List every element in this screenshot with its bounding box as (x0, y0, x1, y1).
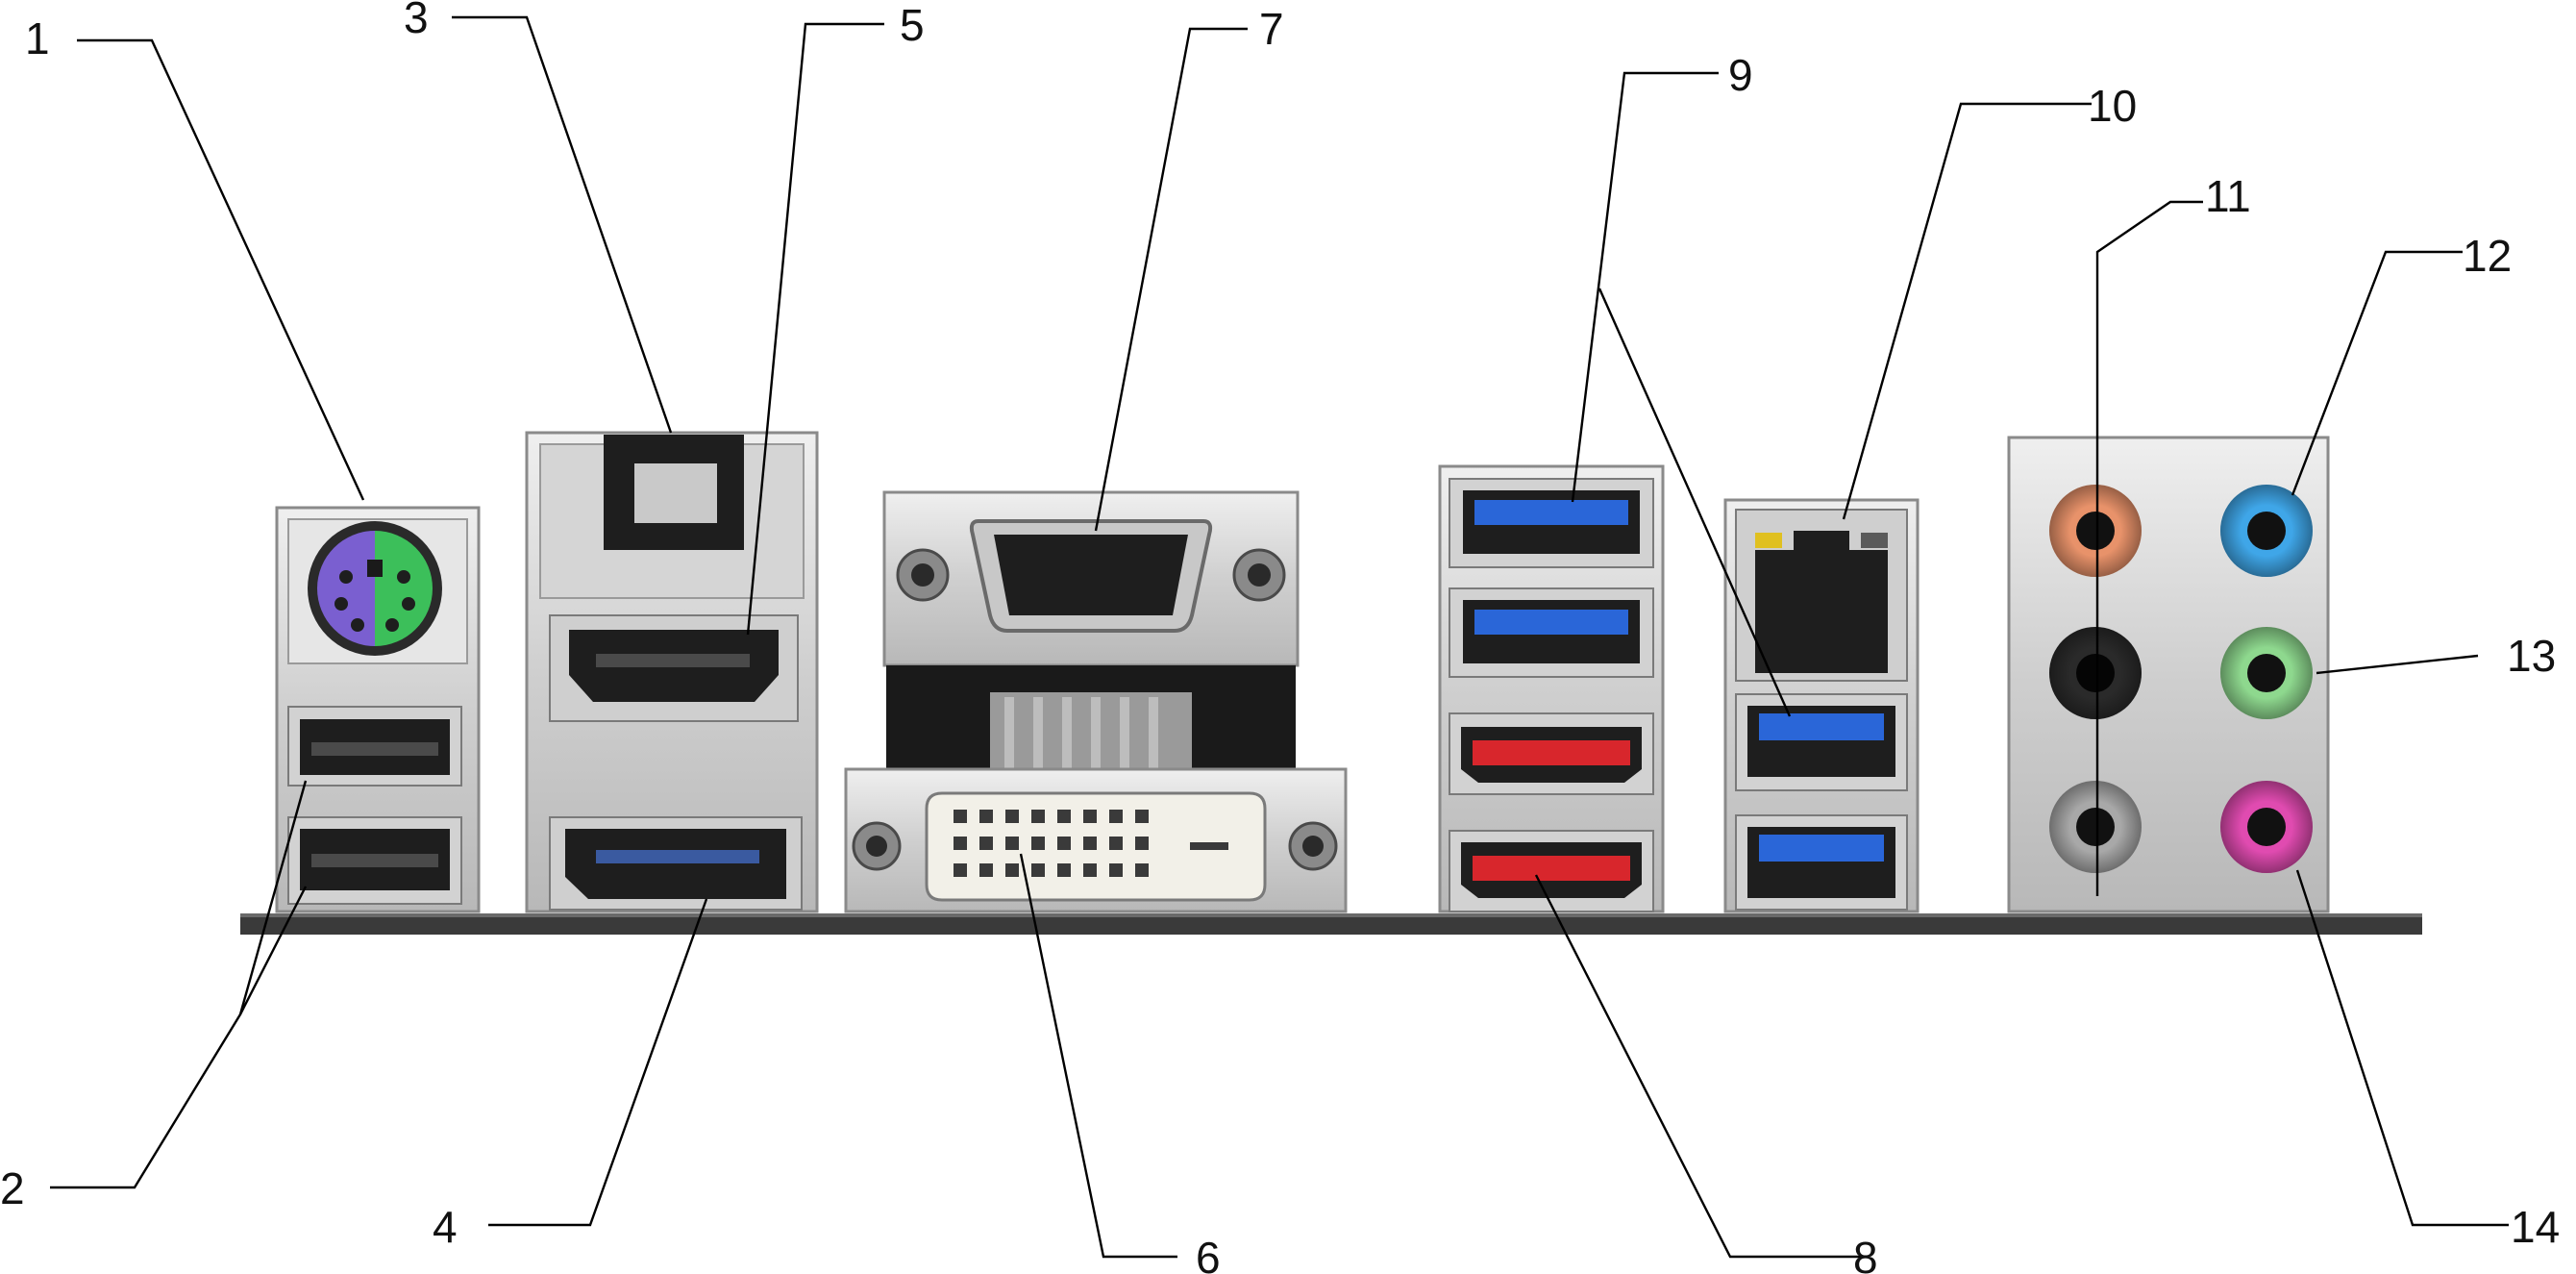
audio-jack-icon[interactable] (2220, 485, 2313, 577)
callout-5: 5 (900, 0, 925, 50)
usb2-port-icon[interactable] (287, 706, 462, 787)
dvi-pin (1057, 810, 1071, 823)
dvi-pin (1057, 863, 1071, 877)
dvi-pin (979, 863, 993, 877)
leader-line-2b (238, 780, 308, 1015)
audio-jack-icon[interactable] (2049, 485, 2142, 577)
callout-7: 7 (1259, 4, 1284, 54)
io-shield-baseplate (240, 913, 2422, 935)
callout-13: 13 (2507, 631, 2556, 681)
leader-line-12 (2291, 250, 2463, 496)
dvi-pin (1109, 810, 1123, 823)
lan-rj45-icon[interactable] (1735, 509, 1908, 682)
callout-14: 14 (2511, 1202, 2560, 1252)
leader-line-2 (50, 886, 308, 1189)
leader-line-9b (1598, 287, 1792, 717)
io-shield-baseplate-highlight (240, 913, 2422, 917)
leader-line-11 (2095, 200, 2203, 896)
displayport-icon[interactable] (549, 816, 803, 911)
dvi-pin (1135, 837, 1149, 850)
leader-line-5 (746, 22, 884, 636)
dvi-pin (1083, 863, 1097, 877)
dvi-port-icon[interactable] (852, 791, 1338, 902)
callout-12: 12 (2463, 231, 2512, 281)
esata-port-icon[interactable] (1449, 712, 1654, 795)
leader-line-8 (1534, 874, 1865, 1259)
dvi-pin (954, 863, 967, 877)
dvi-pin (979, 810, 993, 823)
vga-dvi-stack (844, 490, 1348, 913)
audio-jack-icon[interactable] (2220, 627, 2313, 719)
dvi-pin (1083, 837, 1097, 850)
leader-line-3 (452, 15, 673, 434)
audio-jack-icon[interactable] (2049, 781, 2142, 873)
leader-line-13 (2316, 654, 2479, 675)
dvi-pin (1005, 837, 1019, 850)
dvi-pin (1057, 837, 1071, 850)
audio-jack-icon[interactable] (2220, 781, 2313, 873)
audio-jack-stack (2007, 436, 2330, 913)
dvi-pin (954, 837, 967, 850)
dvi-pin (1005, 810, 1019, 823)
leader-line-7 (1094, 27, 1248, 532)
esata-port-icon[interactable] (1449, 830, 1654, 912)
optical-spdif-icon[interactable] (604, 435, 744, 550)
callout-2: 2 (0, 1163, 25, 1213)
dvi-pin (1109, 863, 1123, 877)
usb3-port-icon[interactable] (1735, 814, 1908, 911)
vga-port-icon[interactable] (896, 519, 1286, 633)
callout-8: 8 (1853, 1233, 1878, 1274)
leader-lines (50, 15, 2509, 1259)
dvi-pin (1109, 837, 1123, 850)
leader-line-10 (1842, 102, 2092, 520)
callout-3: 3 (404, 0, 429, 42)
callout-4: 4 (433, 1202, 458, 1252)
leader-line-6 (1019, 853, 1177, 1259)
dvi-pin (1005, 863, 1019, 877)
callout-6: 6 (1196, 1233, 1221, 1274)
leader-line-14 (2295, 869, 2509, 1227)
callout-9: 9 (1728, 50, 1753, 100)
audio-jack-icon[interactable] (2049, 627, 2142, 719)
usb3-port-icon[interactable] (1735, 693, 1908, 791)
dvi-pin (1135, 810, 1149, 823)
ps2-port-icon[interactable] (308, 521, 442, 656)
callout-11: 11 (2205, 171, 2251, 221)
dvi-pin (1031, 863, 1045, 877)
dvi-pin (1031, 810, 1045, 823)
usb3-port-icon[interactable] (1449, 478, 1654, 568)
ps2-usb-stack (275, 506, 481, 913)
callout-1: 1 (25, 13, 50, 63)
dvi-pin (1135, 863, 1149, 877)
dvi-pin (979, 837, 993, 850)
lan-usb3-stack (1723, 498, 1920, 913)
leader-line-1 (77, 38, 365, 501)
leader-line-9 (1571, 71, 1719, 503)
dvi-pin (1083, 810, 1097, 823)
dvi-pin (954, 810, 967, 823)
dvi-pin (1031, 837, 1045, 850)
video-stack-left (525, 431, 819, 913)
usb3-esata-stack (1438, 464, 1665, 913)
hdmi-port-icon[interactable] (549, 614, 799, 722)
usb3-port-icon[interactable] (1449, 587, 1654, 678)
usb2-port-icon[interactable] (287, 816, 462, 905)
leader-line-4 (488, 898, 708, 1227)
callout-10: 10 (2088, 81, 2137, 131)
